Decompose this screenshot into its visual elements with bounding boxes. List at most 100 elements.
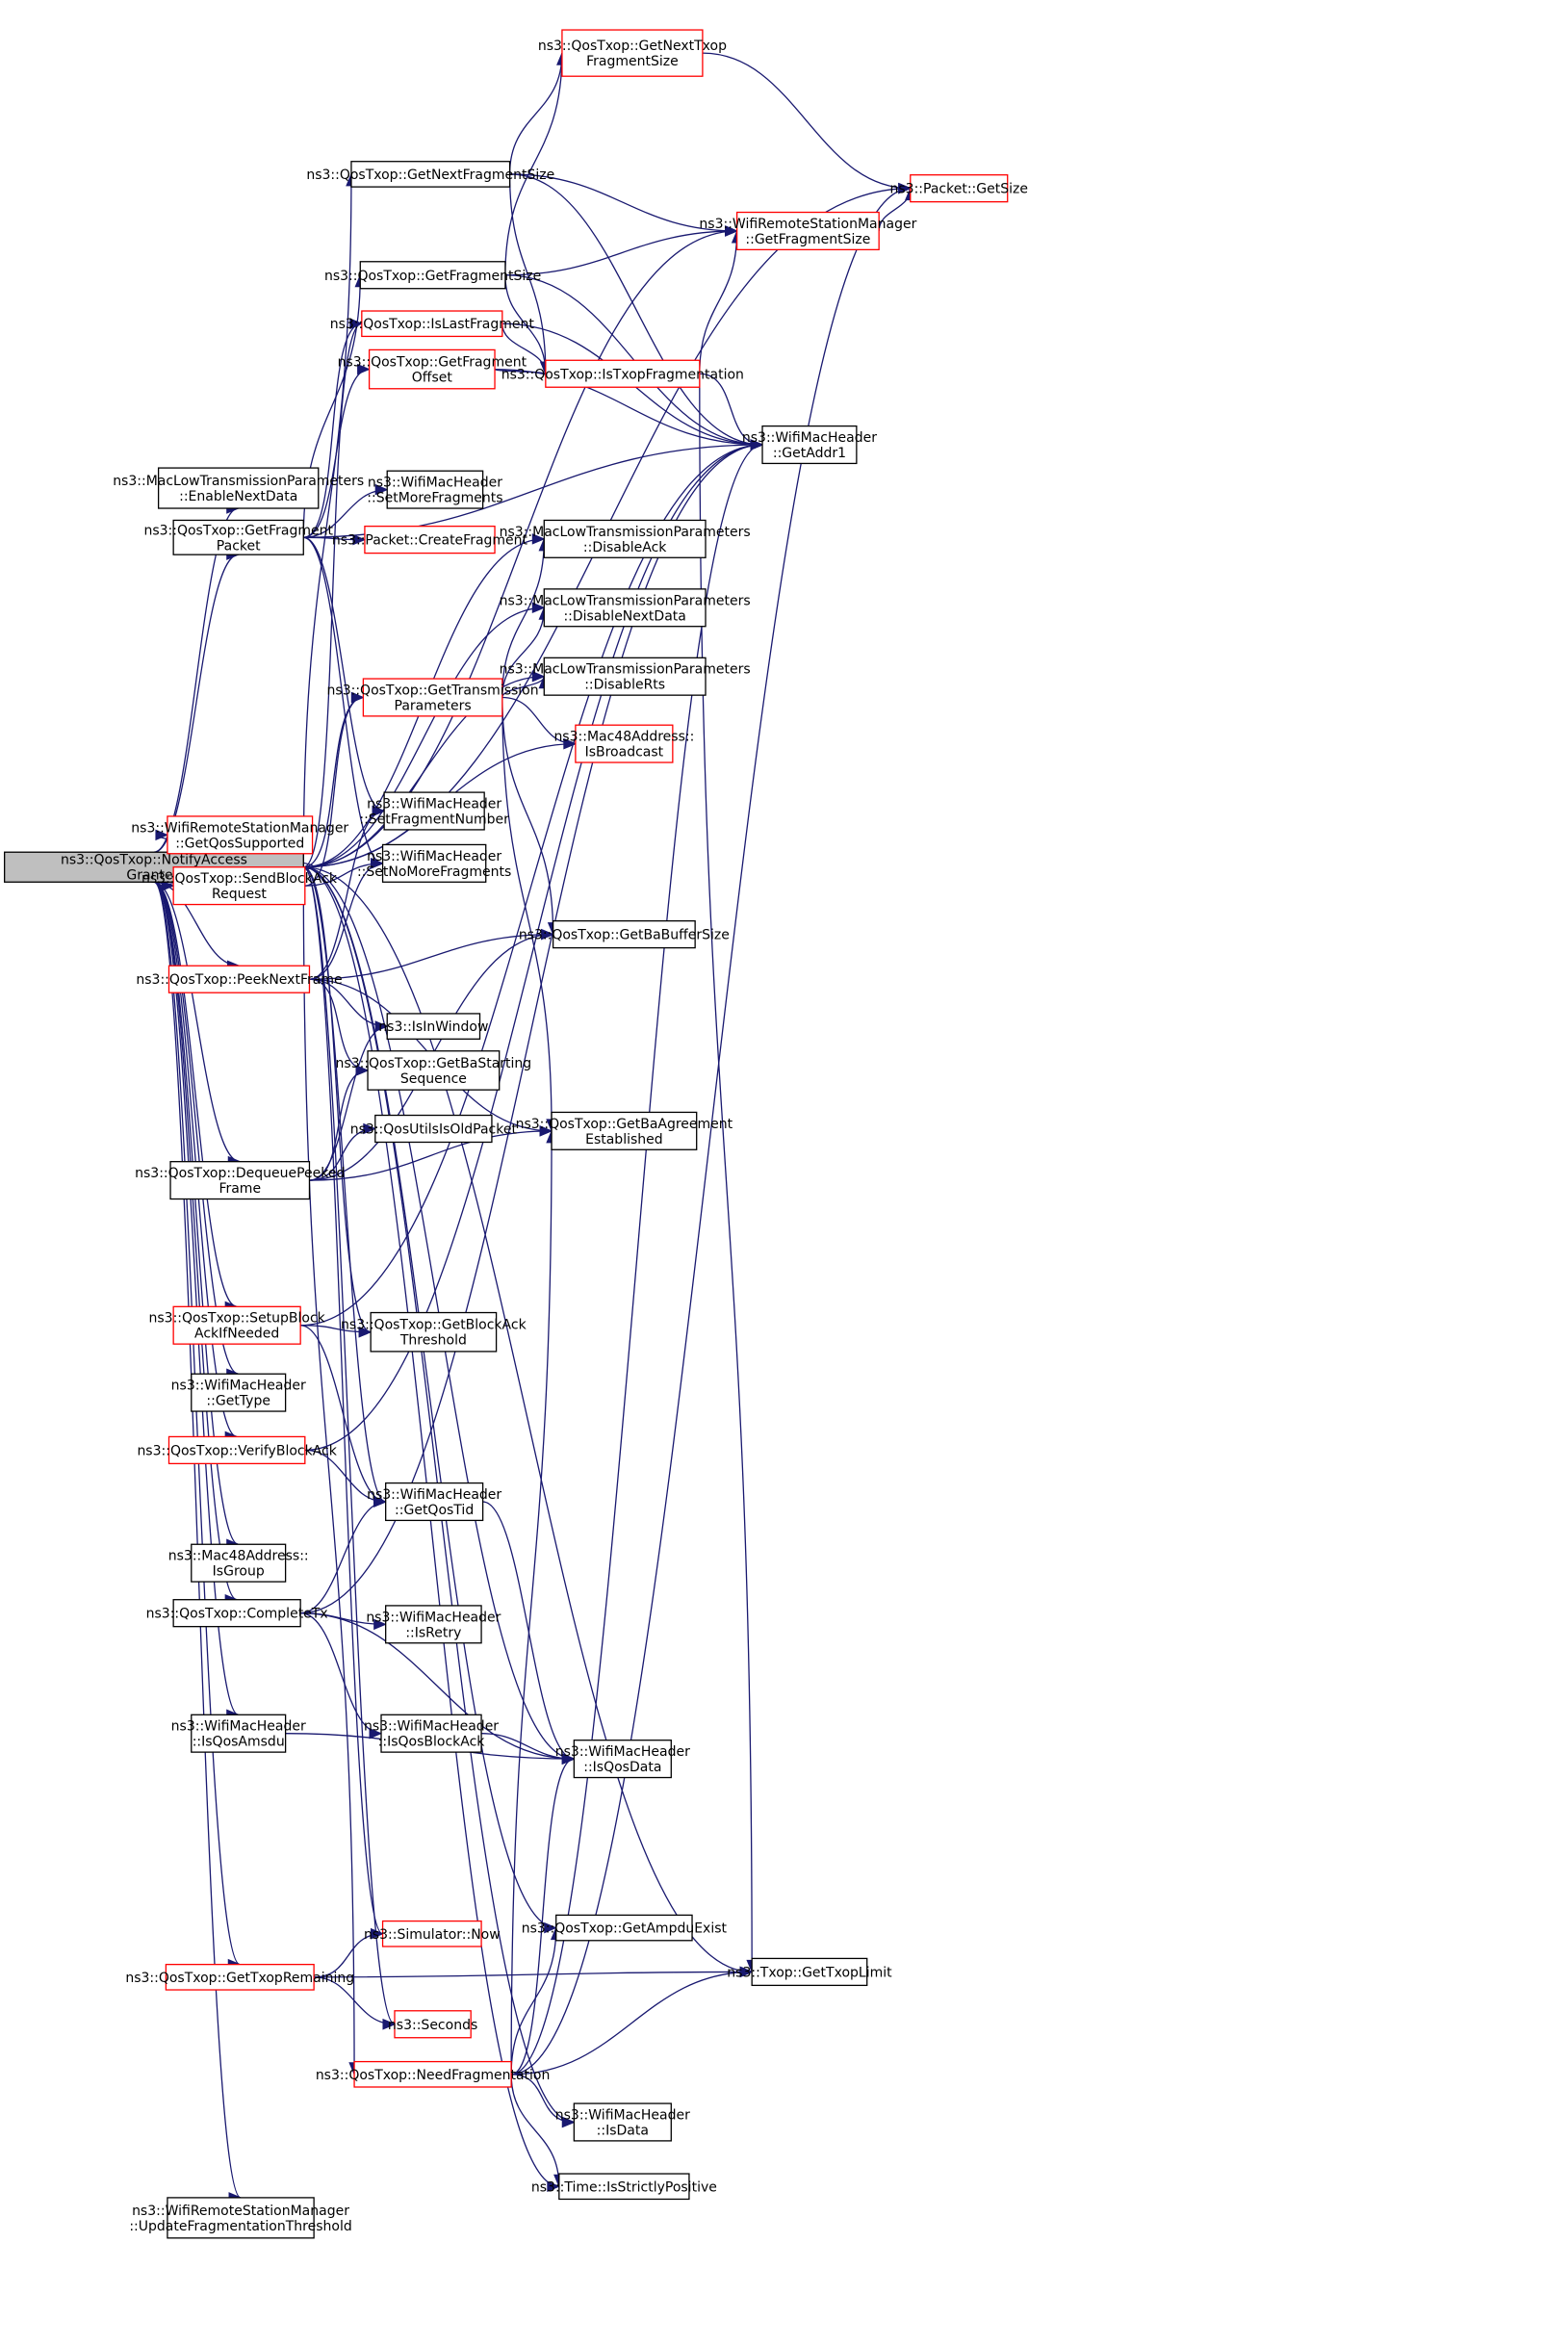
node-box [573, 1740, 672, 1779]
node-set-no-more-fragments[interactable]: ns3::WifiMacHeader::SetNoMoreFragments [357, 843, 511, 883]
node-label-line: ns3::MacLowTransmissionParameters [113, 474, 364, 489]
node-box [157, 467, 320, 509]
node-get-frag-size[interactable]: ns3::QosTxop::GetFragmentSize [324, 261, 541, 290]
call-edge [153, 881, 241, 1966]
call-edge [303, 368, 370, 538]
node-get-qos-tid[interactable]: ns3::WifiMacHeader::GetQosTid [367, 1482, 501, 1522]
node-label-line: ns3::WifiMacHeader [555, 1744, 690, 1760]
node-label-line: ::IsQosData [583, 1760, 661, 1775]
call-edge [482, 1501, 575, 1760]
node-disable-next-data[interactable]: ns3::MacLowTransmissionParameters::Disab… [500, 588, 751, 628]
node-box [751, 1957, 868, 1987]
node-need-frag[interactable]: ns3::QosTxop::NeedFragmentation [316, 2060, 551, 2088]
node-label-line: AckIfNeeded [194, 1327, 279, 1342]
node-get-txop-remaining[interactable]: ns3::QosTxop::GetTxopRemaining [125, 1963, 354, 1991]
call-edge [303, 322, 362, 538]
node-label-line: Parameters [395, 698, 472, 713]
node-get-type[interactable]: ns3::WifiMacHeader::GetType [171, 1373, 306, 1412]
node-label-line: ::GetQosTid [395, 1503, 474, 1518]
node-peek-next-frame[interactable]: ns3::QosTxop::PeekNextFrame [136, 965, 343, 993]
node-is-qos-amsdu[interactable]: ns3::WifiMacHeader::IsQosAmsdu [171, 1714, 306, 1753]
node-label-line: FragmentSize [586, 54, 679, 69]
node-qos-utils-is-old[interactable]: ns3::QosUtilsIsOldPacket [350, 1114, 518, 1144]
node-set-more-fragments[interactable]: ns3::WifiMacHeader::SetMoreFragments [367, 470, 503, 509]
node-is-retry[interactable]: ns3::WifiMacHeader::IsRetry [366, 1605, 501, 1644]
node-get-txop-limit[interactable]: ns3::Txop::GetTxopLimit [727, 1957, 892, 1987]
node-label-line: ::GetQosSupported [175, 836, 304, 851]
node-box [353, 2060, 512, 2088]
call-edge [303, 866, 386, 1503]
call-edge [501, 697, 554, 935]
edge-arrowhead [372, 805, 386, 817]
node-is-qos-block-ack[interactable]: ns3::WifiMacHeader::IsQosBlockAck [364, 1714, 499, 1753]
node-label-line: Request [212, 887, 267, 902]
call-edge [511, 1971, 753, 2075]
node-disable-rts[interactable]: ns3::MacLowTransmissionParameters::Disab… [500, 657, 751, 696]
node-label-line: IsGroup [213, 1564, 265, 1580]
node-set-frag-number[interactable]: ns3::WifiMacHeader::SetFragmentNumber [359, 791, 509, 831]
node-seconds[interactable]: ns3::Seconds [388, 2010, 477, 2039]
node-box [167, 2197, 315, 2239]
node-box [385, 1605, 482, 1644]
node-label-line: ns3::Packet::GetSize [890, 182, 1028, 197]
node-is-txop-frag[interactable]: ns3::QosTxop::IsTxopFragmentation [501, 359, 744, 388]
node-box [370, 1311, 498, 1353]
call-edge [504, 274, 547, 374]
node-is-last-fragment[interactable]: ns3::QosTxop::IsLastFragment [330, 310, 535, 338]
node-label-line: ns3::MacLowTransmissionParameters [500, 593, 751, 608]
node-label-line: ns3::QosTxop::GetFragmentSize [324, 269, 541, 284]
call-edge [508, 53, 563, 174]
call-edge [309, 810, 385, 980]
node-label-line: ns3::QosTxop::GetBaStarting [336, 1056, 532, 1071]
call-edge [309, 863, 383, 980]
node-is-in-window[interactable]: ns3::IsInWindow [378, 1013, 488, 1040]
node-update-frag-thr[interactable]: ns3::WifiRemoteStationManager::UpdateFra… [129, 2197, 352, 2239]
node-box [386, 470, 484, 509]
node-complete-tx[interactable]: ns3::QosTxop::CompleteTx [146, 1599, 328, 1628]
node-is-broadcast[interactable]: ns3::Mac48Address::IsBroadcast [553, 724, 694, 763]
call-edge [511, 188, 911, 2075]
node-get-next-frag-size[interactable]: ns3::QosTxop::GetNextFragmentSize [306, 161, 554, 188]
edge-arrowhead [547, 2180, 561, 2193]
node-simulator-now[interactable]: ns3::Simulator::Now [364, 1920, 501, 1947]
node-create-fragment[interactable]: ns3::Packet::CreateFragment [332, 526, 528, 554]
node-verify-block-ack[interactable]: ns3::QosTxop::VerifyBlockAck [137, 1435, 338, 1465]
node-is-qos-data[interactable]: ns3::WifiMacHeader::IsQosData [555, 1740, 690, 1779]
node-box [543, 588, 707, 628]
node-is-strictly-positive[interactable]: ns3::Time::IsStrictlyPositive [531, 2173, 717, 2201]
node-enable-next-data[interactable]: ns3::MacLowTransmissionParameters::Enabl… [113, 467, 364, 509]
call-edge [303, 230, 737, 868]
node-get-ampdu-exist[interactable]: ns3::QosTxop::GetAmpduExist [522, 1914, 728, 1942]
node-packet-get-size[interactable]: ns3::Packet::GetSize [890, 174, 1028, 203]
node-label-line: ns3::QosUtilsIsOldPacket [350, 1122, 518, 1138]
node-label-line: ns3::QosTxop::DequeuePeeked [135, 1166, 345, 1181]
node-label-line: ns3::WifiRemoteStationManager [131, 820, 348, 836]
node-get-ba-buffer-size[interactable]: ns3::QosTxop::GetBaBufferSize [519, 919, 730, 949]
node-wrsm-get-frag-size[interactable]: ns3::WifiRemoteStationManager::GetFragme… [699, 211, 917, 251]
node-label-line: ns3::WifiMacHeader [366, 1610, 501, 1625]
edge-arrowhead [371, 858, 384, 869]
node-box [350, 161, 511, 188]
node-get-qos-supported[interactable]: ns3::WifiRemoteStationManager::GetQosSup… [131, 815, 348, 855]
node-label-line: ns3::WifiMacHeader [368, 476, 502, 491]
node-label-line: ns3::WifiMacHeader [742, 430, 877, 446]
call-edge [314, 1971, 753, 1978]
node-disable-ack[interactable]: ns3::MacLowTransmissionParameters::Disab… [500, 519, 751, 558]
node-is-group[interactable]: ns3::Mac48Address::IsGroup [168, 1543, 309, 1583]
node-label-line: ns3::WifiMacHeader [367, 1487, 501, 1503]
node-get-addr1[interactable]: ns3::WifiMacHeader::GetAddr1 [742, 425, 877, 465]
node-label-line: ns3::QosTxop::GetNextFragmentSize [306, 168, 554, 183]
edge-arrowhead [155, 829, 169, 841]
node-is-data[interactable]: ns3::WifiMacHeader::IsData [555, 2102, 690, 2142]
